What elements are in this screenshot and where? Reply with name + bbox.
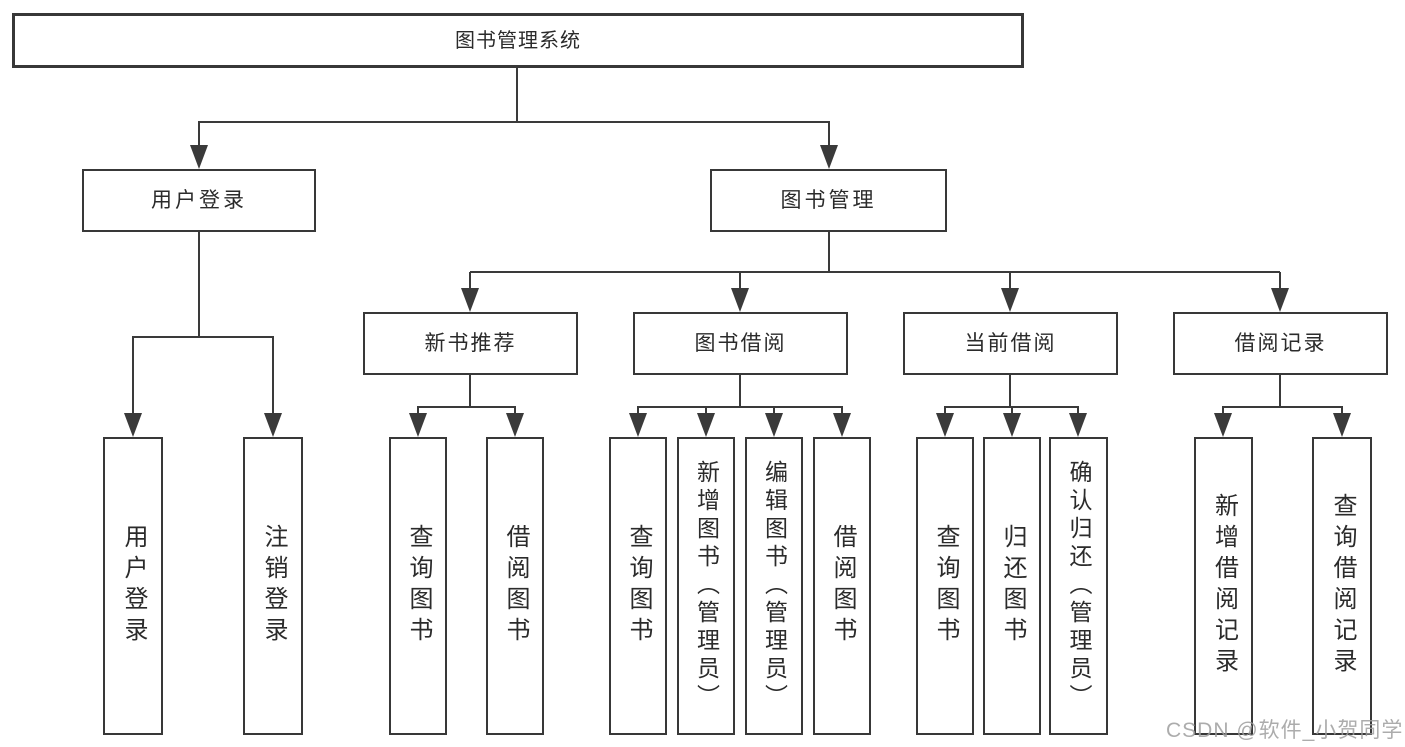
node-label: 归还图书 (999, 524, 1026, 648)
node-label: 新书推荐 (424, 332, 517, 355)
leaf-cb-confirm-return-admin: 确认归还（管理员） (1049, 437, 1108, 735)
node-label: 查询图书 (405, 524, 432, 648)
node-label: 注销登录 (260, 524, 287, 648)
node-user-login-branch: 用户登录 (82, 169, 316, 232)
leaf-user-login: 用户登录 (103, 437, 163, 735)
node-label: 当前借阅 (964, 332, 1057, 355)
leaf-nb-borrow-books: 借阅图书 (486, 437, 544, 735)
arrowheads (124, 145, 1351, 437)
leaf-br-add-record: 新增借阅记录 (1194, 437, 1253, 735)
leaf-bb-add-books-admin: 新增图书（管理员） (677, 437, 735, 735)
node-label: 图书管理 (780, 189, 877, 212)
node-label: 新增借阅记录 (1210, 493, 1238, 679)
node-label: 用户登录 (151, 189, 247, 212)
node-borrow-records: 借阅记录 (1173, 312, 1388, 375)
leaf-bb-borrow-books: 借阅图书 (813, 437, 871, 735)
leaf-nb-query-books: 查询图书 (389, 437, 447, 735)
leaf-br-query-record: 查询借阅记录 (1312, 437, 1372, 735)
leaf-cb-return-books: 归还图书 (983, 437, 1041, 735)
node-label: 新增图书（管理员） (693, 460, 720, 712)
leaf-bb-edit-books-admin: 编辑图书（管理员） (745, 437, 803, 735)
node-book-borrowing: 图书借阅 (633, 312, 848, 375)
node-label: 编辑图书（管理员） (761, 460, 788, 712)
node-label: 查询图书 (625, 524, 652, 648)
node-label: 图书管理系统 (455, 29, 581, 52)
node-label: 确认归还（管理员） (1066, 460, 1092, 712)
watermark: CSDN @软件_小贺同学 (1166, 719, 1404, 742)
node-label: 借阅记录 (1234, 332, 1327, 355)
leaf-cb-query-books: 查询图书 (916, 437, 974, 735)
node-system-root: 图书管理系统 (12, 13, 1024, 68)
leaf-bb-query-books: 查询图书 (609, 437, 667, 735)
node-current-borrowing: 当前借阅 (903, 312, 1118, 375)
node-label: 借阅图书 (502, 524, 529, 648)
node-label: 借阅图书 (829, 524, 856, 648)
node-new-book-recommend: 新书推荐 (363, 312, 578, 375)
leaf-logout: 注销登录 (243, 437, 303, 735)
node-label: 查询借阅记录 (1329, 493, 1356, 679)
node-book-management-branch: 图书管理 (710, 169, 947, 232)
node-label: 图书借阅 (694, 332, 787, 355)
node-label: 用户登录 (120, 524, 147, 648)
node-label: 查询图书 (932, 524, 959, 648)
